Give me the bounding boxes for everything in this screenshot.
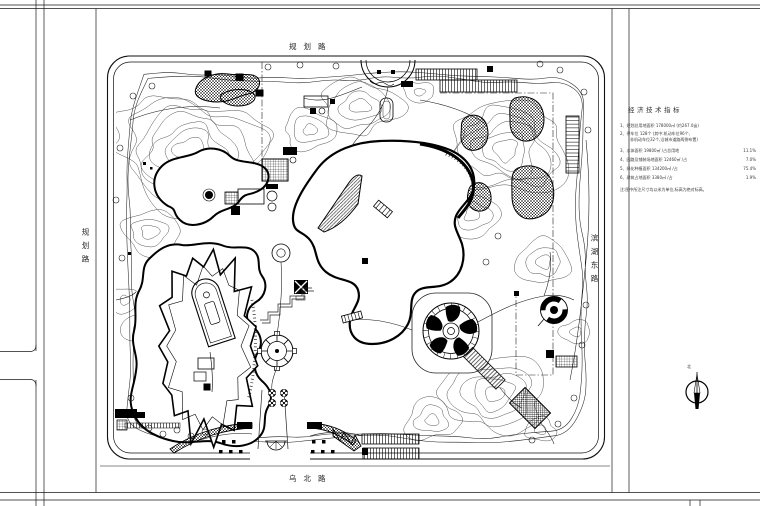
- legend-item: 1、规划总用地面积 178000㎡ (约267.0亩): [620, 123, 699, 128]
- pergola-strips-south: [361, 433, 420, 460]
- pergola-strips-north: [415, 66, 518, 93]
- technical-indicators-legend: 经济技术指标 1、规划总用地面积 178000㎡ (约267.0亩) 2、停车位…: [616, 100, 760, 198]
- pavilion-cluster: [202, 95, 335, 215]
- island-building: [191, 278, 257, 401]
- legend-item: 5、绿化种植面积 134200㎡ /占: [620, 166, 678, 171]
- southwest-building: [115, 409, 181, 431]
- target-pavilion: [537, 296, 568, 327]
- legend-value: 75.4%: [743, 166, 756, 171]
- flower-planters: [268, 389, 288, 407]
- north-arrow-icon: [685, 372, 709, 409]
- road-label-east: 滨湖东路: [590, 234, 599, 288]
- legend-item: 非机动车位32个,沿城市道路两侧布置): [630, 136, 698, 142]
- legend-item: 2、停车位 128个 (其中:机动车位96个、: [620, 130, 693, 136]
- bridge: [372, 199, 394, 219]
- petals: [426, 304, 478, 356]
- legend-title: 经济技术指标: [628, 106, 682, 114]
- stepped-bridge: [340, 310, 364, 324]
- road-label-west: 规划路: [81, 228, 90, 269]
- north-arrow-label: 北: [687, 364, 691, 369]
- legend-item: 3、水体面积 19800㎡ /占总用地: [620, 148, 680, 153]
- legend-item: 6、建筑占地面积 3380㎡ /占: [620, 175, 673, 180]
- road-label-south: 乌北路: [289, 474, 333, 483]
- lake-island: [157, 247, 259, 450]
- south-entrance-gate: [169, 389, 362, 461]
- trees: [112, 60, 592, 444]
- hatched-terrace: [508, 386, 552, 430]
- legend-note: 注:图中所注尺寸均以米为单位,标高为绝对标高。: [620, 187, 707, 192]
- legend-item: 4、园路及铺装场地面积 12460㎡ /占: [620, 157, 688, 162]
- steps-east: [565, 115, 580, 174]
- legend-value: 1.9%: [745, 175, 756, 180]
- park-boundary: [100, 55, 610, 467]
- entry-fountain: [265, 440, 287, 451]
- lamp-posts: [128, 162, 519, 296]
- lake-edge-emphasis: [419, 142, 475, 219]
- stepped-path: [260, 287, 314, 324]
- legend-value: 7.0%: [745, 157, 756, 162]
- upper-left-lake: [153, 147, 270, 226]
- legend-value: 11.1%: [743, 148, 756, 153]
- fountain-plaza: [271, 243, 291, 263]
- tree-masses: [194, 70, 555, 220]
- gear-plaza: [257, 331, 297, 371]
- lake-structures: [317, 174, 394, 324]
- gate-columns: [219, 440, 335, 454]
- restroom-building: [294, 280, 308, 301]
- road-label-north: 规划路: [289, 42, 333, 51]
- striped-walkway: [462, 346, 506, 390]
- central-lake: [291, 139, 476, 346]
- footpaths: [115, 86, 590, 445]
- dashed-boundary-lines: [261, 62, 554, 376]
- boat-pier: [317, 174, 363, 233]
- east-service-building: [546, 350, 578, 368]
- north-entrance: [360, 59, 416, 123]
